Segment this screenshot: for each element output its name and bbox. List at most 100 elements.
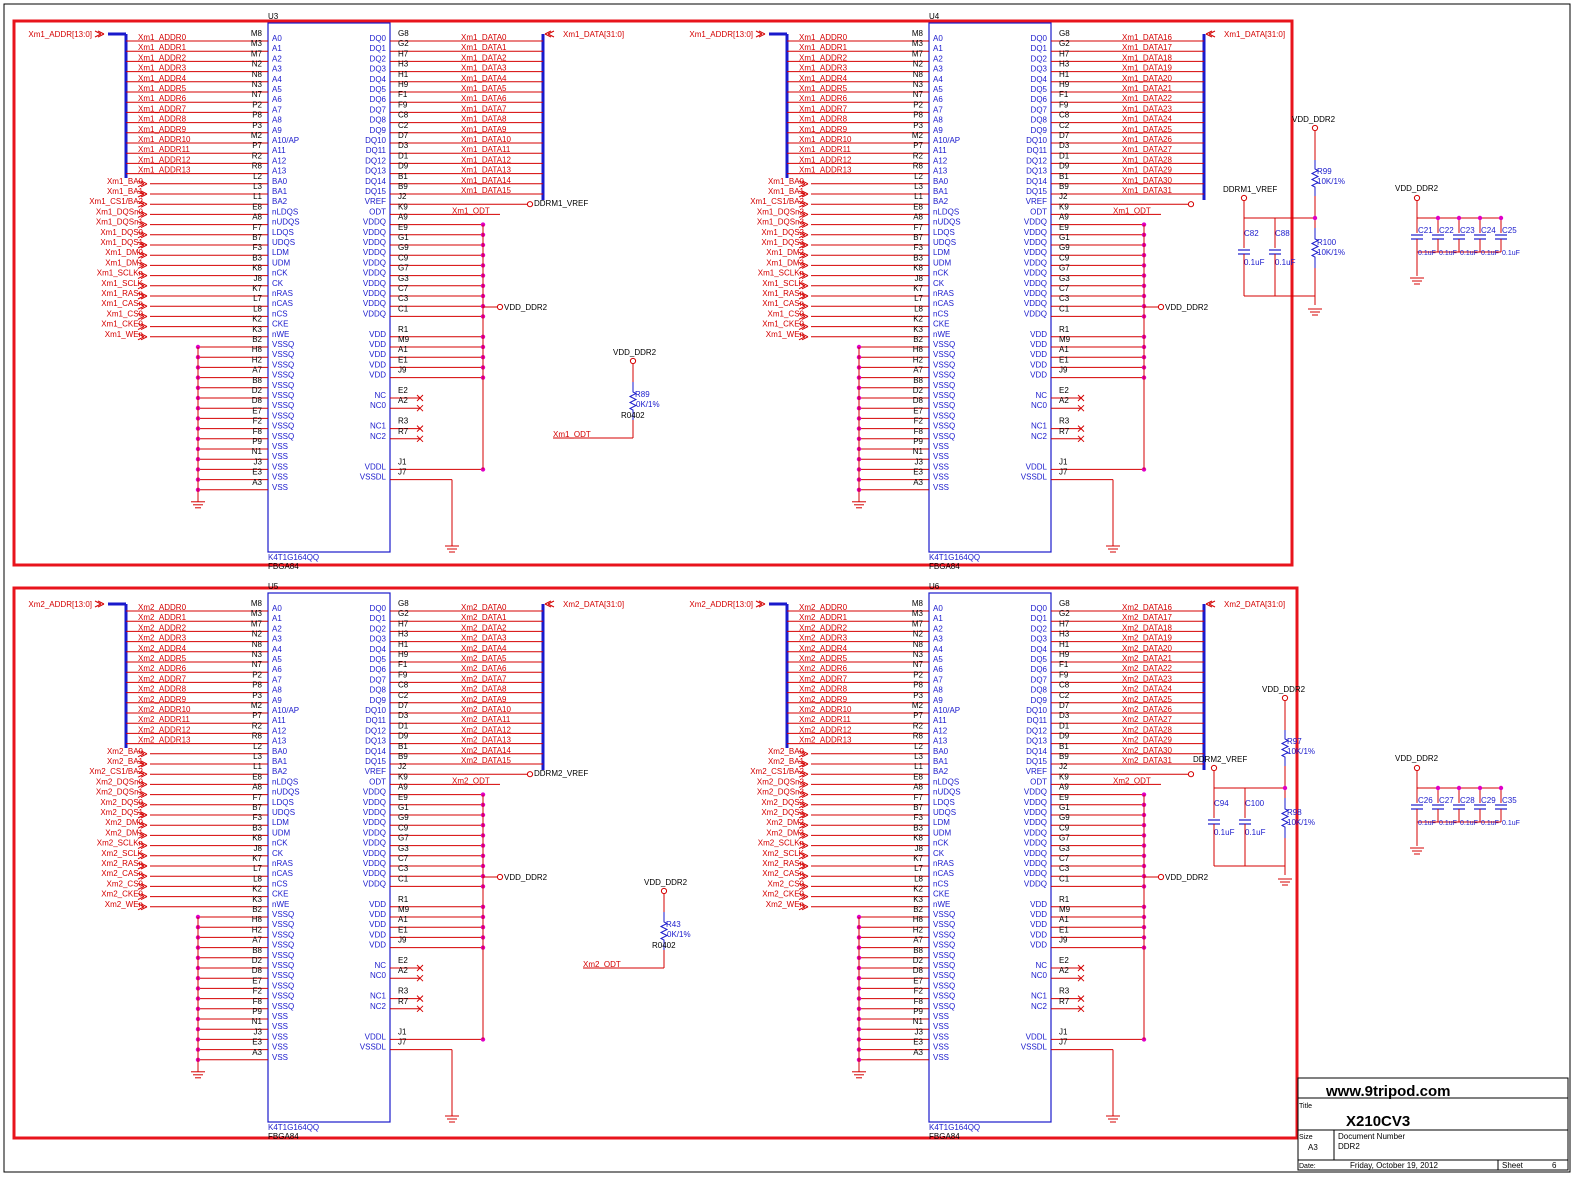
pin-name: nLDQS [933,207,959,216]
control-net-label: Xm2_CS0 [768,879,805,888]
pin-name: CKE [933,890,949,899]
data-net-label: Xm1_DATA7 [461,104,507,113]
ground-symbol [1410,277,1424,285]
connector-chevron [801,845,809,850]
capacitor-symbol [1453,804,1465,810]
pin-number: P9 [252,1007,262,1016]
pin-number: F9 [398,670,408,679]
connector-chevron [801,295,809,300]
pin-number: F1 [1059,660,1069,669]
control-net-label: Xm1_CKE0 [762,320,804,329]
connector-chevron [801,285,809,290]
pin-name: A2 [933,54,943,63]
connector-chevron [1208,30,1216,35]
pin-name: VSSDL [1021,473,1048,482]
capacitor-value: 0.1uF [1502,820,1520,827]
off-page-connector [137,842,148,850]
capacitor-symbol [1495,804,1507,810]
off-page-connector [137,882,148,890]
pin-number: J8 [254,844,263,853]
pin-name: DQ13 [365,737,386,746]
connector-chevron [140,855,148,860]
no-connect-mark [416,995,424,1002]
control-net-label: Xm2_DM3 [766,828,804,837]
connector-chevron [798,845,806,850]
control-net-label: Xm2_CASn [762,869,804,878]
capacitor-refdes: C28 [1460,796,1475,805]
off-page-connector [137,821,148,829]
pin-name: VDD [369,900,386,909]
connector-chevron [140,323,148,328]
ddr-bank2-frame [12,586,1299,1140]
connector-chevron [137,292,145,297]
data-net-label: Xm2_DATA26 [1122,705,1172,714]
data-net-label: Xm2_DATA0 [461,603,507,612]
pin-name: VDDQ [1024,798,1047,807]
chip-refdes: U5 [268,582,279,591]
pin-name: BA1 [272,187,288,196]
pin-number: C1 [1059,304,1070,313]
pin-number: J9 [1059,366,1068,375]
decoupling-bank-2: VDD_DDR2C260.1uFC270.1uFC280.1uFC290.1uF… [1395,754,1520,855]
connector-chevron [140,241,148,246]
connector-chevron [137,855,145,860]
pin-number: E8 [252,772,262,781]
data-net-label: Xm2_DATA15 [461,756,511,765]
pin-name: DQ7 [1031,105,1048,114]
pin-name: BA1 [933,757,949,766]
connector-chevron [94,33,102,38]
off-page-connector [798,831,809,839]
pin-number: G3 [1059,274,1070,283]
pin-name: DQ0 [370,604,387,613]
pin-number: A9 [1059,783,1069,792]
connector-chevron [798,323,806,328]
pin-name: DQ13 [1026,737,1047,746]
connector-chevron [137,842,145,847]
pin-number: D8 [913,396,924,405]
connector-chevron [140,842,148,847]
off-page-connector [137,261,148,269]
data-net-label: Xm2_DATA21 [1122,654,1172,663]
pin-name: NC1 [1031,992,1048,1001]
pin-number: F3 [914,243,924,252]
pin-name: CKE [272,890,288,899]
odt-net-label: Xm2_ODT [1113,776,1151,785]
pin-name: nLDQS [933,777,959,786]
connector-chevron [544,603,552,608]
connector-chevron [798,333,806,338]
pin-number: F1 [398,90,408,99]
pin-name: DQ1 [1031,44,1048,53]
off-page-connector [798,323,809,331]
connector-chevron [755,603,763,608]
pin-number: L1 [253,192,262,201]
connector-chevron [1208,600,1216,605]
no-connect-stroke [1077,995,1085,1002]
connector-chevron [140,224,148,229]
connector-chevron [801,272,809,277]
pin-name: A6 [272,95,282,104]
pin-number: H9 [398,650,409,659]
connector-chevron [97,603,105,608]
pin-number: M7 [912,619,924,628]
connector-chevron [801,312,809,317]
no-connect-stroke [416,974,424,982]
connector-chevron [801,292,809,297]
connector-chevron [544,33,552,38]
connector-chevron [801,885,809,890]
pin-number: A2 [1059,396,1069,405]
data-net-label: Xm1_DATA5 [461,84,507,93]
pin-name: UDM [272,828,291,837]
connector-chevron [137,302,145,307]
pin-number: R7 [1059,427,1070,436]
pin-name: nRAS [933,289,954,298]
pin-number: P3 [913,121,923,130]
pin-name: DQ13 [1026,167,1047,176]
capacitor-refdes: C100 [1245,799,1265,808]
pin-name: VDD [1030,900,1047,909]
control-net-label: Xm1_DM0 [105,248,143,257]
ddr2-chip-u4: U4K4T1G164QQFBGA84Xm1_ADDR[13:0]Xm1_DATA… [689,12,1285,571]
connector-chevron [801,261,809,266]
address-net-label: Xm2_ADDR6 [799,664,848,673]
